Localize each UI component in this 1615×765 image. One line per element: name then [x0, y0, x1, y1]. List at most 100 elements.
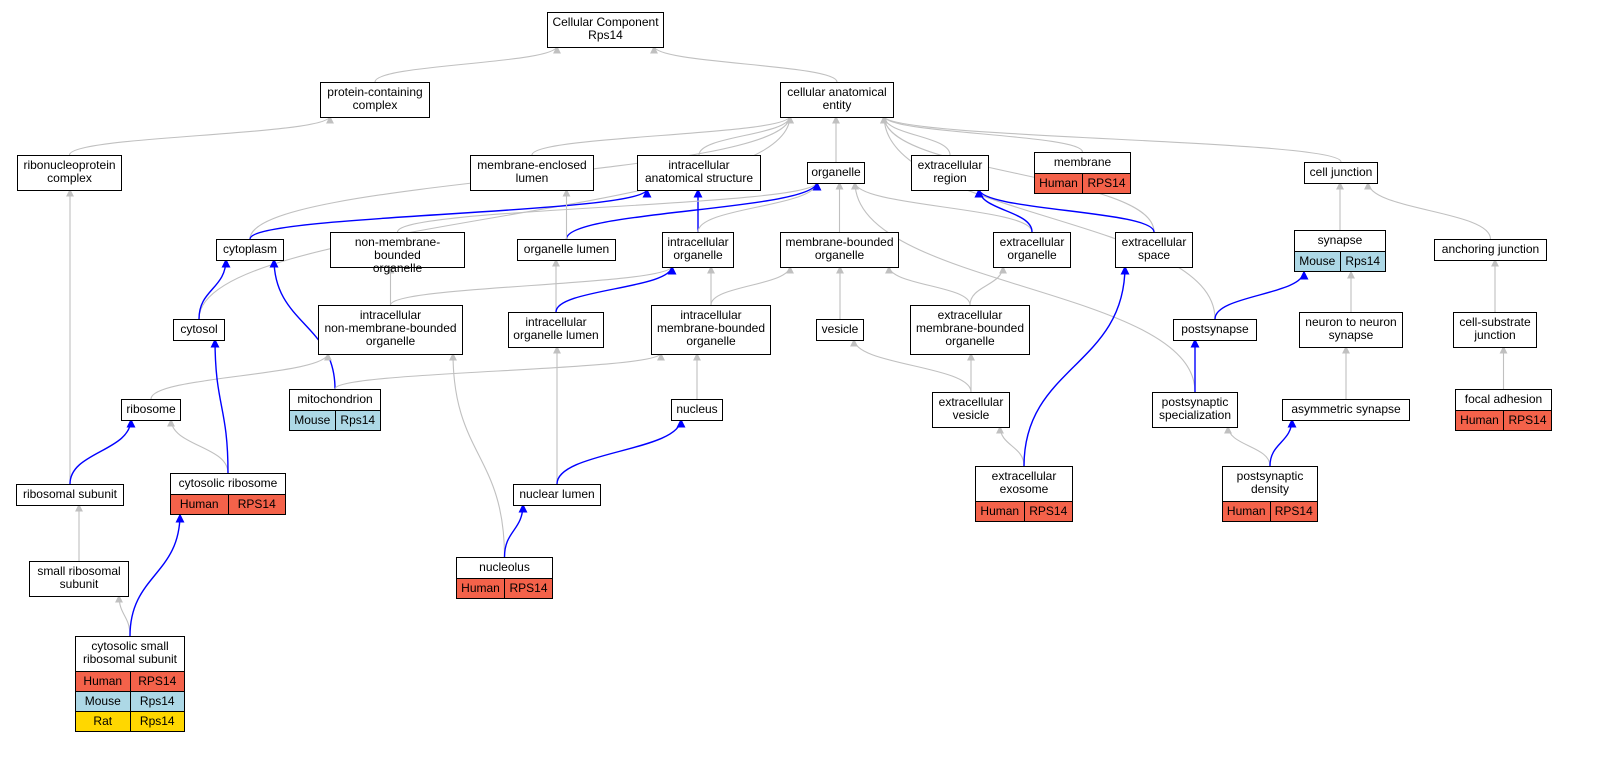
- node-iol[interactable]: intracellular organelle lumen: [508, 312, 604, 348]
- node-ps[interactable]: postsynapse: [1173, 319, 1257, 341]
- node-label: extracellular organelle: [999, 235, 1065, 262]
- node-aj[interactable]: anchoring junction: [1434, 239, 1547, 261]
- node-exo[interactable]: extracellular organelle: [993, 232, 1071, 268]
- edge-psd-to-asyn: [1269, 418, 1297, 467]
- node-exs[interactable]: extracellular space: [1115, 232, 1193, 268]
- node-cytosol[interactable]: cytosol: [173, 319, 225, 341]
- node-label: mitochondrion: [297, 392, 373, 406]
- node-exv[interactable]: extracellular vesicle: [932, 392, 1010, 428]
- node-cj[interactable]: cell junction: [1304, 162, 1378, 184]
- edge-csrs-to-cribo: [129, 513, 185, 637]
- edge-ps-to-syn: [1214, 270, 1309, 320]
- edge-mem-to-cae: [880, 115, 1084, 153]
- node-imbo[interactable]: intracellular membrane-bounded organelle: [651, 305, 771, 355]
- gene-symbol: Rps14: [334, 411, 381, 430]
- edge-mel-to-cae: [531, 115, 794, 156]
- node-label: synapse: [1317, 233, 1363, 247]
- edge-exv-to-ves: [850, 338, 972, 393]
- node-nns[interactable]: neuron to neuron synapse: [1299, 312, 1403, 348]
- gene-symbol: Rps14: [1339, 252, 1386, 271]
- node-cae[interactable]: cellular anatomical entity: [780, 82, 894, 118]
- node-label: intracellular membrane-bounded organelle: [656, 308, 766, 348]
- edge-nl-to-nuc: [556, 418, 686, 485]
- node-io[interactable]: intracellular organelle: [662, 232, 734, 268]
- node-label: extracellular exosome: [991, 469, 1057, 496]
- edge-cytosol-to-cyto: [198, 258, 231, 320]
- node-label: organelle lumen: [523, 242, 610, 256]
- node-label: ribonucleoprotein complex: [23, 158, 116, 185]
- node-label: postsynapse: [1181, 322, 1249, 336]
- node-nuc[interactable]: nucleus: [671, 399, 723, 421]
- node-pss[interactable]: postsynaptic specialization: [1152, 392, 1238, 428]
- node-cc[interactable]: Cellular Component Rps14: [547, 12, 664, 48]
- edge-cyto-to-ias: [249, 188, 652, 240]
- edge-iol-to-io: [555, 265, 677, 313]
- gene-symbol: RPS14: [1082, 174, 1130, 193]
- species-name: Human: [980, 504, 1020, 518]
- node-label: vesicle: [821, 322, 859, 336]
- node-ias[interactable]: intracellular anatomical structure: [637, 155, 761, 191]
- node-label: extracellular region: [917, 158, 983, 185]
- species-name: Human: [1226, 504, 1266, 518]
- species-name: Human: [83, 674, 123, 688]
- edge-cribo-to-ribo: [167, 418, 229, 474]
- node-label: focal adhesion: [1464, 392, 1543, 406]
- species-name: Rat: [93, 714, 113, 728]
- node-exr[interactable]: extracellular region: [911, 155, 989, 191]
- node-mel[interactable]: membrane-enclosed lumen: [470, 155, 594, 191]
- node-label: ribosomal subunit: [22, 487, 118, 501]
- edge-ps-to-cae: [880, 115, 1216, 320]
- node-ves[interactable]: vesicle: [816, 319, 864, 341]
- edge-nmbo-to-org: [396, 181, 821, 233]
- species-name: Human: [179, 497, 219, 511]
- edge-exs-to-cae: [880, 115, 1155, 233]
- node-label: asymmetric synapse: [1291, 402, 1401, 416]
- node-pcc[interactable]: protein-containing complex: [320, 82, 430, 118]
- node-csj[interactable]: cell-substrate junction: [1453, 312, 1537, 348]
- node-ribo[interactable]: ribosome: [121, 399, 181, 421]
- edge-exo-to-org: [851, 181, 1033, 233]
- node-label: intracellular non-membrane-bounded organ…: [324, 308, 457, 348]
- edge-csrs-to-srs: [115, 594, 131, 637]
- gene-symbol: RPS14: [1503, 411, 1551, 430]
- edge-imbo-to-mbo: [710, 265, 794, 306]
- node-cyto[interactable]: cytoplasm: [216, 239, 284, 261]
- node-inmbo[interactable]: intracellular non-membrane-bounded organ…: [318, 305, 463, 355]
- node-label: cellular anatomical entity: [787, 85, 887, 112]
- node-org[interactable]: organelle: [807, 162, 865, 184]
- edge-cribo-to-cytosol: [210, 338, 229, 474]
- node-exmbo[interactable]: extracellular membrane-bounded organelle: [910, 305, 1030, 355]
- node-label: cell junction: [1309, 165, 1373, 179]
- edge-inmbo-to-io: [389, 265, 676, 306]
- species-name: Human: [1460, 413, 1499, 427]
- edge-rnp-to-pcc: [68, 115, 334, 156]
- node-orgl[interactable]: organelle lumen: [517, 239, 616, 261]
- node-srs[interactable]: small ribosomal subunit: [29, 561, 129, 597]
- node-asyn[interactable]: asymmetric synapse: [1282, 399, 1410, 421]
- node-nmbo[interactable]: non-membrane-bounded organelle: [330, 232, 465, 275]
- node-mbo[interactable]: membrane-bounded organelle: [780, 232, 899, 268]
- node-label: intracellular organelle: [667, 235, 729, 262]
- node-label: small ribosomal subunit: [37, 564, 121, 591]
- species-name: Human: [461, 581, 500, 595]
- edge-exmbo-to-exo: [969, 265, 1007, 306]
- node-label: protein-containing complex: [327, 85, 423, 112]
- node-rsub[interactable]: ribosomal subunit: [16, 484, 124, 506]
- node-nl[interactable]: nuclear lumen: [513, 484, 601, 506]
- node-label: intracellular anatomical structure: [644, 158, 754, 185]
- node-rnp[interactable]: ribonucleoprotein complex: [17, 155, 122, 191]
